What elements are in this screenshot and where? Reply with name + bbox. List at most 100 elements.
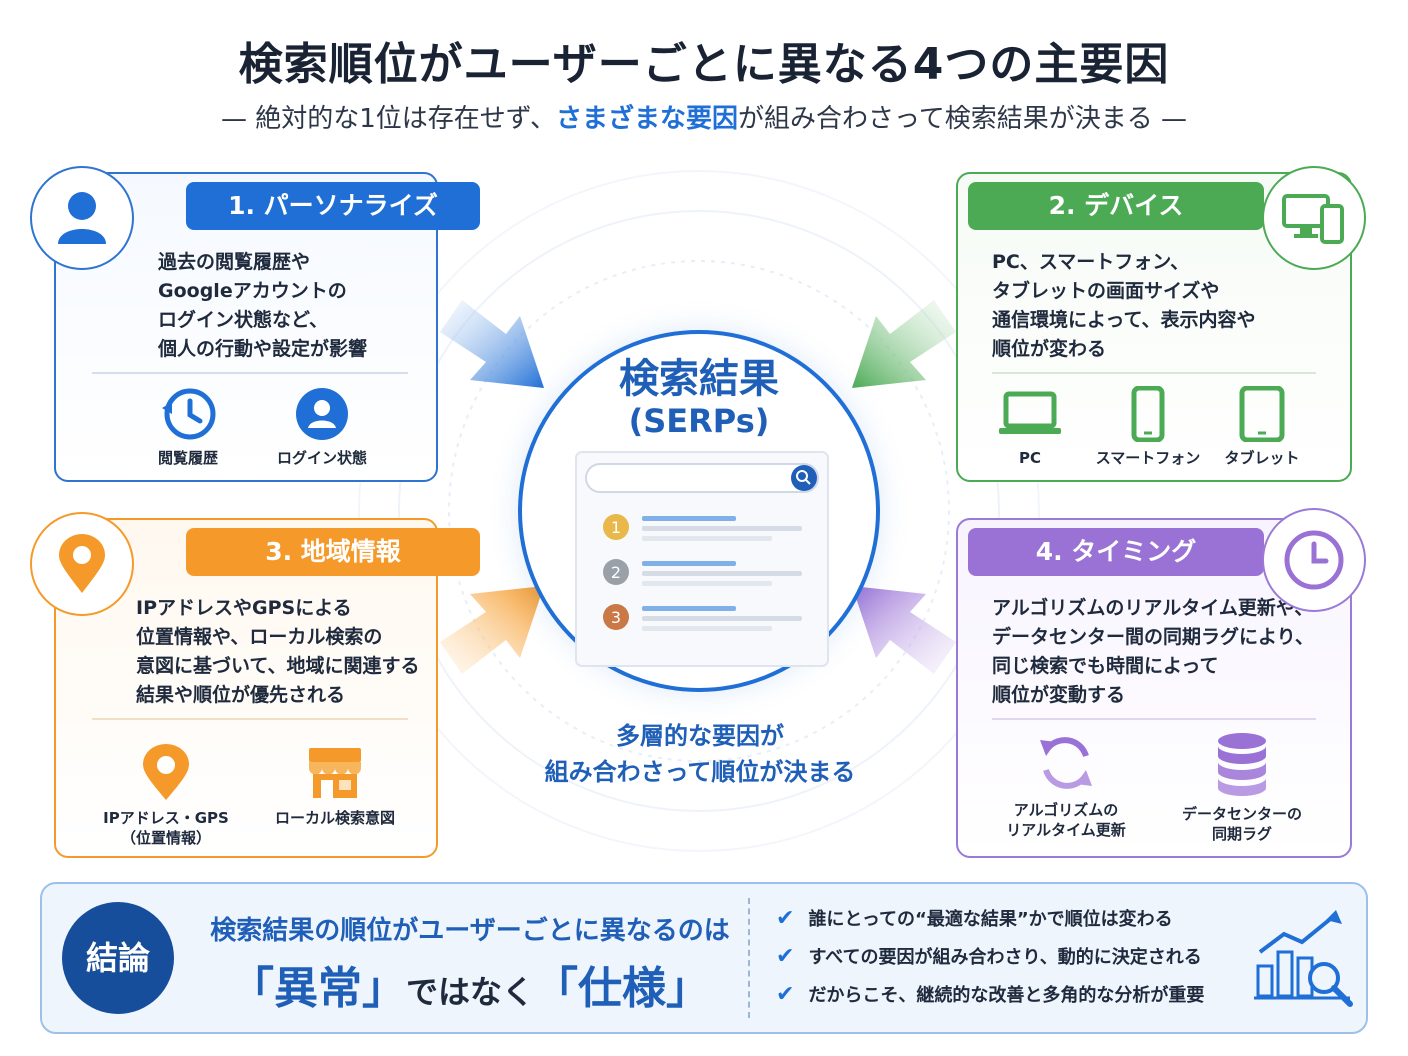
check-item: ✔ だからこそ、継続的な改善と多角的な分析が重要 [776,980,1204,1010]
desc-line: 位置情報や、ローカル検索の [136,626,383,648]
conclusion-statement: 「異常」ではなく「仕様」 [200,952,740,1016]
factor-description: IPアドレスやGPSによる 位置情報や、ローカル検索の 意図に基づいて、地域に関… [136,594,419,710]
center-caption: 多層的な要因が 組み合わさって順位が決まる [500,718,900,790]
conclusion-separator [748,898,750,1018]
item-label: スマートフォン [1095,449,1201,467]
item-label: ログイン状態 [276,449,367,467]
user-icon [58,192,106,244]
item-label: ローカル検索意図 [274,809,395,827]
result-3: 3 [603,604,802,631]
rank-3: 3 [611,608,621,627]
arrow-timing [852,586,956,674]
result-2: 2 [603,559,802,586]
desc-line: 過去の閲覧履歴や [158,251,311,273]
desc-line: タブレットの画面サイズや [992,280,1220,302]
item-local-intent: ローカル検索意図 [260,744,410,828]
desc-line: ログイン状態など、 [158,309,329,331]
history-clock-icon [162,388,216,440]
item-smartphone: スマートフォン [1088,386,1208,468]
store-icon [309,748,361,798]
item-label: 閲覧履歴 [157,449,218,467]
rank-1: 1 [611,518,621,537]
item-algorithm-update: アルゴリズムの リアルタイム更新 [992,732,1140,840]
check-text: だからこそ、継続的な改善と多角的な分析が重要 [808,985,1205,1006]
desc-line: PC、スマートフォン、 [992,251,1190,273]
devices-icon [1282,194,1344,244]
factor-heading: 4. タイミング [968,528,1264,576]
item-label-sub: リアルタイム更新 [1006,821,1126,839]
check-text: 誰にとっての“最適な結果”かで順位は変わる [808,909,1173,930]
desc-line: 通信環境によって、表示内容や [992,309,1256,331]
item-history: 閲覧履歴 [128,386,248,468]
item-label-sub: 同期ラグ [1211,825,1272,843]
word-not: ではなく [405,973,534,1011]
page-subtitle: — 絶対的な1位は存在せず、さまざまな要因が組み合わさって検索結果が決まる — [0,98,1408,135]
map-pin-icon [143,744,189,800]
check-icon: ✔ [776,982,795,1007]
subtitle-highlight: さまざまな要因 [556,104,739,134]
factor-description: PC、スマートフォン、 タブレットの画面サイズや 通信環境によって、表示内容や … [992,248,1256,364]
badge-region [30,512,134,616]
subtitle-pre: — 絶対的な1位は存在せず、 [221,104,556,134]
item-label-sub: （位置情報） [120,829,211,847]
laptop-icon [999,391,1061,434]
check-icon: ✔ [776,944,795,969]
badge-personalize [30,166,134,270]
check-text: すべての要因が組み合わさり、動的に決定される [808,947,1202,968]
desc-line: 結果や順位が優先される [136,684,346,706]
desc-line: 個人の行動や設定が影響 [158,338,368,360]
item-tablet: タブレット [1212,386,1312,468]
desc-line: 順位が変動する [992,684,1126,706]
divider [92,718,408,720]
item-datacenter-lag: データセンターの 同期ラグ [1168,732,1316,844]
smartphone-icon [1131,386,1165,442]
factor-description: アルゴリズムのリアルタイム更新や、 データセンター間の同期ラグにより、 同じ検索… [992,594,1314,710]
location-pin-icon [59,534,105,593]
word-abnormal: 「異常」 [229,963,406,1014]
divider [992,718,1316,720]
item-login: ログイン状態 [262,386,382,468]
caption-line: 組み合わさって順位が決まる [544,758,856,786]
badge-device [1262,166,1366,270]
conclusion-line1: 検索結果の順位がユーザーごとに異なるのは [210,916,730,946]
factor-heading: 3. 地域情報 [186,528,480,576]
conclusion-badge: 結論 [62,902,174,1014]
result-1: 1 [603,514,802,541]
item-label: アルゴリズムの [1013,801,1119,819]
item-label: タブレット [1224,449,1300,467]
desc-line: アルゴリズムのリアルタイム更新や、 [992,597,1314,619]
serp-mockup: 1 2 3 [575,451,829,667]
clock-icon [1284,530,1344,590]
desc-line: 同じ検索でも時間によって [992,655,1219,677]
item-label: データセンターの [1181,805,1302,823]
word-spec: 「仕様」 [534,963,710,1014]
desc-line: データセンター間の同期ラグにより、 [992,626,1314,648]
center-subtitle: (SERPs) [628,402,770,440]
item-label: IPアドレス・GPS [103,809,229,827]
center-title: 検索結果 [619,356,779,402]
item-pc: PC [980,386,1080,468]
user-circle-icon [296,388,348,440]
page-title: 検索順位がユーザーごとに異なる4つの主要因 [238,39,1170,90]
conclusion-panel [40,882,1368,1034]
check-item: ✔誰にとっての“最適な結果”かで順位は変わる [776,904,1173,934]
check-item: ✔ すべての要因が組み合わさり、動的に決定される [776,942,1202,972]
factor-description: 過去の閲覧履歴や Googleアカウントの ログイン状態など、 個人の行動や設定… [158,248,367,364]
search-icon [791,465,817,491]
arrow-personalize [440,300,544,388]
factor-heading: 2. デバイス [968,182,1264,230]
desc-line: 意図に基づいて、地域に関連する [136,655,420,677]
subtitle-post: が組み合わさって検索結果が決まる — [738,104,1187,134]
factor-card-personalize: 1. パーソナライズ 過去の閲覧履歴や Googleアカウントの ログイン状態な… [54,172,480,482]
factor-heading: 1. パーソナライズ [186,182,480,230]
arrow-device [852,300,956,388]
refresh-icon [1040,737,1092,789]
divider [992,372,1316,374]
item-label: PC [1018,449,1041,467]
tablet-icon [1239,386,1285,442]
item-ip-gps: IPアドレス・GPS （位置情報） [86,744,246,848]
desc-line: IPアドレスやGPSによる [136,597,352,619]
badge-timing [1262,508,1366,612]
desc-line: 順位が変わる [992,338,1107,360]
